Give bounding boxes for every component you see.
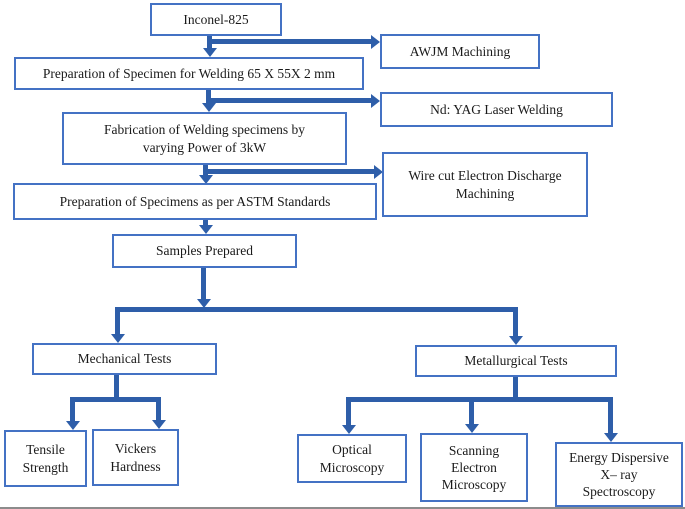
arrowhead-into-splitbar <box>197 299 211 308</box>
node-preparation-specimen-welding: Preparation of Specimen for Welding 65 X… <box>14 57 364 90</box>
connector-preparation-to-fabrication <box>206 90 211 104</box>
arrowhead-into-tensile <box>66 421 80 430</box>
figure-bottom-border <box>0 507 685 509</box>
arrowhead-into-ndyag <box>371 94 380 108</box>
connector-to-eds <box>608 397 613 433</box>
arrowhead-into-sem <box>465 424 479 433</box>
node-mechanical-tests: Mechanical Tests <box>32 343 217 375</box>
connector-mechanical-to-subbar <box>114 375 119 397</box>
arrowhead-into-eds <box>604 433 618 442</box>
connector-to-vickers <box>156 397 161 421</box>
arrowhead-into-wirecut <box>374 165 383 179</box>
arrowhead-into-vickers <box>152 420 166 429</box>
connector-branch-to-awjm <box>207 39 371 44</box>
connector-to-optical <box>346 397 351 425</box>
connector-splitbar-to-mechanical <box>115 307 120 335</box>
arrowhead-into-mechanical <box>111 334 125 343</box>
node-samples-prepared: Samples Prepared <box>112 234 297 268</box>
arrowhead-into-preparation <box>203 48 217 57</box>
connector-metallurgical-to-subbar <box>513 377 518 397</box>
node-optical-microscopy: Optical Microscopy <box>297 434 407 483</box>
arrowhead-into-optical <box>342 425 356 434</box>
connector-splitbar-to-metallurgical <box>513 307 518 337</box>
node-tensile-strength: Tensile Strength <box>4 430 87 487</box>
node-fabrication-welding-specimens: Fabrication of Welding specimens by vary… <box>62 112 347 165</box>
node-energy-dispersive-xray-spectroscopy: Energy Dispersive X– ray Spectroscopy <box>555 442 683 507</box>
arrowhead-into-metallurgical <box>509 336 523 345</box>
connector-to-sem <box>469 397 474 425</box>
node-awjm-machining: AWJM Machining <box>380 34 540 69</box>
node-wire-cut-edm: Wire cut Electron Discharge Machining <box>382 152 588 217</box>
split-bar-metallurgical <box>346 397 613 402</box>
split-bar-mechanical <box>70 397 161 402</box>
connector-samples-to-splitbar <box>201 268 206 300</box>
arrowhead-into-samples <box>199 225 213 234</box>
node-preparation-astm-standards: Preparation of Specimens as per ASTM Sta… <box>13 183 377 220</box>
connector-branch-to-ndyag <box>208 98 371 103</box>
arrowhead-into-fabrication <box>202 103 216 112</box>
connector-astm-to-samples <box>203 220 208 226</box>
node-metallurgical-tests: Metallurgical Tests <box>415 345 617 377</box>
arrowhead-into-astm <box>199 175 213 184</box>
node-scanning-electron-microscopy: Scanning Electron Microscopy <box>420 433 528 502</box>
split-bar-main <box>115 307 518 312</box>
node-inconel-825: Inconel-825 <box>150 3 282 36</box>
node-nd-yag-laser-welding: Nd: YAG Laser Welding <box>380 92 613 127</box>
arrowhead-into-awjm <box>371 35 380 49</box>
connector-to-tensile <box>70 397 75 421</box>
node-vickers-hardness: Vickers Hardness <box>92 429 179 486</box>
connector-branch-to-wirecut <box>205 169 374 174</box>
